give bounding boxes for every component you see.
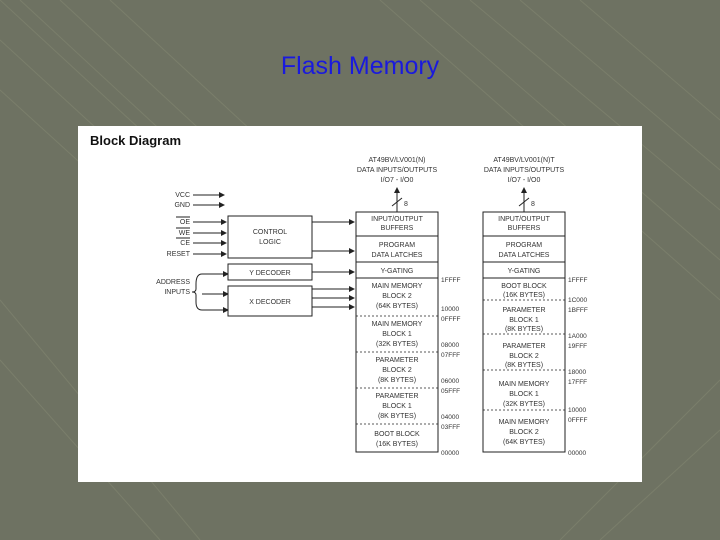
right-addr-5: 19FFF [568, 343, 587, 350]
right-block-4-line-1: MAIN MEMORY [499, 381, 550, 388]
control-logic-box [227, 215, 313, 259]
right-ygating-label: Y-GATING [508, 268, 541, 275]
right-addr-8: 10000 [568, 407, 586, 414]
left-addr-2: 10000 [441, 306, 459, 313]
right-block-5-line-2: BLOCK 2 [509, 429, 539, 436]
left-block-3-line-3: (8K BYTES) [378, 377, 416, 384]
left-io-line-2: BUFFERS [381, 225, 414, 232]
left-bus-width: 8 [404, 201, 408, 208]
right-block-4-line-3: (32K BYTES) [503, 401, 545, 408]
left-header-line-1: AT49BV/LV001(N) [369, 157, 426, 164]
left-block-4-line-3: (8K BYTES) [378, 413, 416, 420]
signal-vcc: VCC [175, 192, 190, 199]
left-block-4-line-2: BLOCK 1 [382, 403, 412, 410]
right-memory-column [482, 211, 566, 453]
right-addr-7: 17FFF [568, 379, 587, 386]
signal-ce: CE [180, 240, 190, 247]
right-block-1-line-1: BOOT BLOCK [501, 283, 547, 290]
left-addr-6: 06000 [441, 378, 459, 385]
address-label-line-2: INPUTS [164, 289, 190, 296]
right-io-line-2: BUFFERS [508, 225, 541, 232]
left-addr-8: 04000 [441, 414, 459, 421]
block-diagram: Block Diagram AT49BV/LV001(N) DATA INPUT… [90, 133, 588, 457]
diagram-heading: Block Diagram [90, 133, 181, 148]
right-latch-line-1: PROGRAM [506, 242, 542, 249]
right-addr-2: 1C000 [568, 297, 588, 304]
right-block-1-line-2: (16K BYTES) [503, 292, 545, 299]
left-block-4-line-1: PARAMETER [375, 393, 418, 400]
left-block-1-line-1: MAIN MEMORY [372, 283, 423, 290]
address-label-line-1: ADDRESS [156, 279, 190, 286]
right-block-5-line-3: (64K BYTES) [503, 439, 545, 446]
left-block-2-line-3: (32K BYTES) [376, 341, 418, 348]
left-header-line-2: DATA INPUTS/OUTPUTS [357, 167, 438, 174]
left-block-1-line-3: (64K BYTES) [376, 303, 418, 310]
left-io-line-1: INPUT/OUTPUT [371, 216, 423, 223]
signal-gnd: GND [174, 202, 190, 209]
left-block-2-line-2: BLOCK 1 [382, 331, 412, 338]
left-latch-line-2: DATA LATCHES [372, 252, 423, 259]
x-decoder-label: X DECODER [249, 299, 291, 306]
left-memory-column [355, 211, 439, 453]
right-addr-1: 1FFFF [568, 277, 588, 284]
block-diagram-figure: Block Diagram AT49BV/LV001(N) DATA INPUT… [78, 126, 642, 482]
left-addr-9: 03FFF [441, 424, 460, 431]
right-block-2-line-2: BLOCK 1 [509, 317, 539, 324]
left-addr-4: 08000 [441, 342, 459, 349]
right-block-5-line-1: MAIN MEMORY [499, 419, 550, 426]
left-block-3-line-1: PARAMETER [375, 357, 418, 364]
left-addr-7: 05FFF [441, 388, 460, 395]
right-header-line-1: AT49BV/LV001(N)T [493, 157, 555, 164]
right-addr-10: 00000 [568, 450, 586, 457]
left-addr-5: 07FFF [441, 352, 460, 359]
right-addr-9: 0FFFF [568, 417, 588, 424]
control-logic-line-1: CONTROL [253, 229, 287, 236]
left-addr-10: 00000 [441, 450, 459, 457]
right-block-3-line-3: (8K BYTES) [505, 362, 543, 369]
left-header-line-3: I/O7 - I/O0 [381, 177, 414, 184]
signal-reset: RESET [167, 251, 191, 258]
left-ygating-label: Y-GATING [381, 268, 414, 275]
signal-oe: OE [180, 219, 190, 226]
left-latch-line-1: PROGRAM [379, 242, 415, 249]
left-addr-1: 1FFFF [441, 277, 461, 284]
right-block-3-line-2: BLOCK 2 [509, 353, 539, 360]
right-addr-6: 18000 [568, 369, 586, 376]
right-block-2-line-3: (8K BYTES) [505, 326, 543, 333]
left-addr-3: 0FFFF [441, 316, 461, 323]
left-block-3-line-2: BLOCK 2 [382, 367, 412, 374]
right-addr-3: 1BFFF [568, 307, 588, 314]
left-block-5-line-1: BOOT BLOCK [374, 431, 420, 438]
y-decoder-label: Y DECODER [249, 270, 291, 277]
left-bus-slash [391, 197, 403, 207]
left-block-2-line-1: MAIN MEMORY [372, 321, 423, 328]
control-logic-line-2: LOGIC [259, 239, 281, 246]
right-block-3-line-1: PARAMETER [502, 343, 545, 350]
x-decoder-box [227, 285, 313, 317]
right-addr-4: 1A000 [568, 333, 587, 340]
signal-we: WE [179, 230, 191, 237]
right-io-line-1: INPUT/OUTPUT [498, 216, 550, 223]
right-block-2-line-1: PARAMETER [502, 307, 545, 314]
right-block-4-line-2: BLOCK 1 [509, 391, 539, 398]
address-brace [191, 273, 203, 311]
right-bus-slash [518, 197, 530, 207]
right-header-line-2: DATA INPUTS/OUTPUTS [484, 167, 565, 174]
left-block-5-line-2: (16K BYTES) [376, 441, 418, 448]
right-latch-line-2: DATA LATCHES [499, 252, 550, 259]
right-bus-width: 8 [531, 201, 535, 208]
left-block-1-line-2: BLOCK 2 [382, 293, 412, 300]
right-header-line-3: I/O7 - I/O0 [508, 177, 541, 184]
slide-title: Flash Memory [280, 52, 440, 80]
